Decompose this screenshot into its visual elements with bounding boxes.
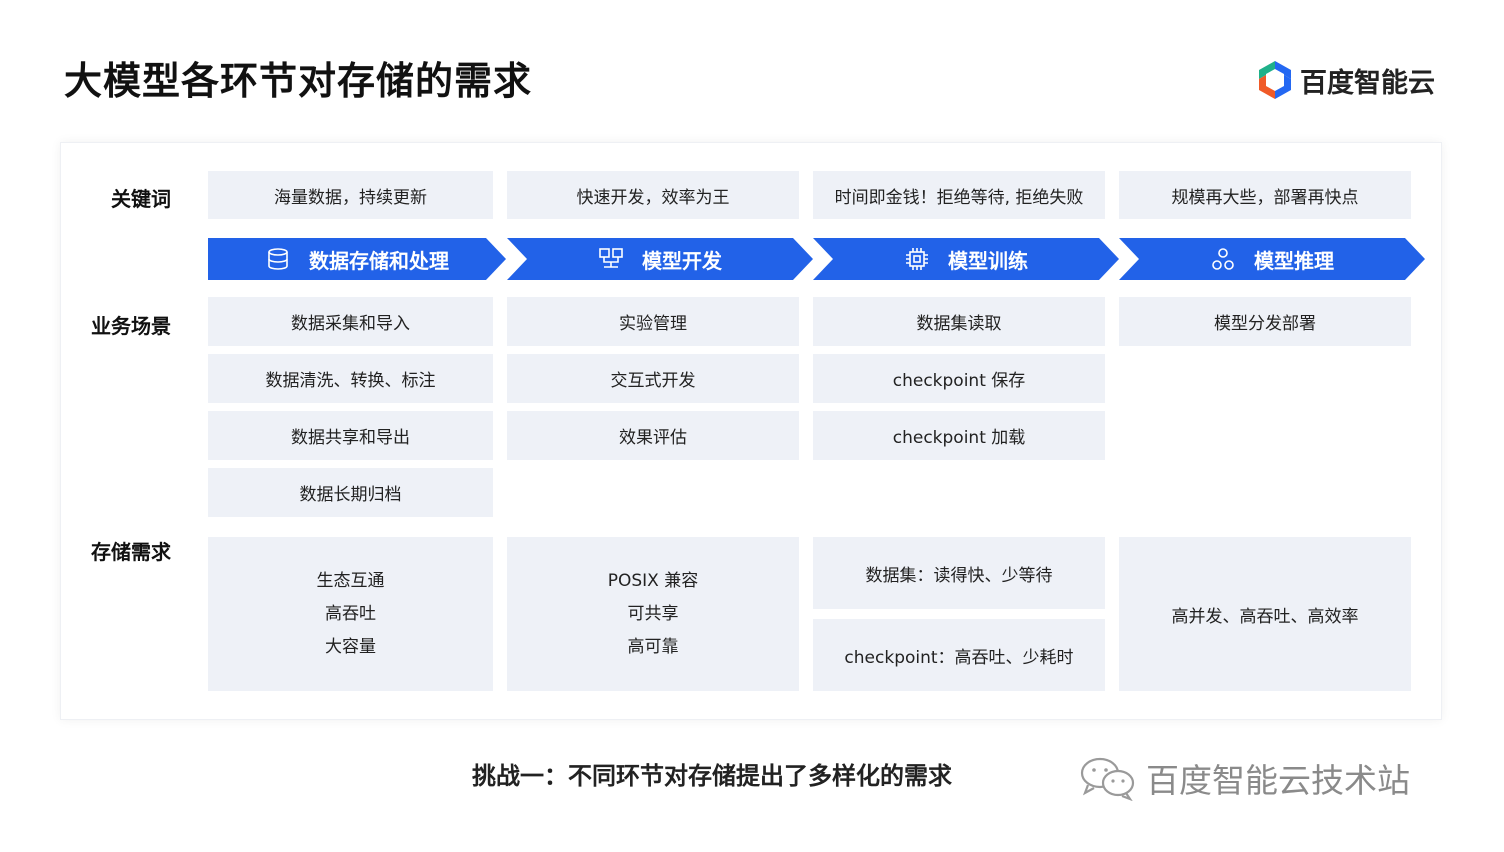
- nodes-icon: [1212, 248, 1234, 270]
- stage-arrow-data: 数据存储和处理: [208, 238, 506, 280]
- stage-arrow-dev: 模型开发: [507, 238, 813, 280]
- scenario-cell: 数据长期归档: [208, 468, 493, 517]
- page-title: 大模型各环节对存储的需求: [64, 59, 533, 103]
- brand: 百度智能云: [1256, 58, 1435, 102]
- scenario-cell: 模型分发部署: [1119, 297, 1411, 346]
- wechat-icon: [1080, 757, 1135, 801]
- storage-item: POSIX 兼容: [607, 570, 699, 591]
- storage-cell-dev: POSIX 兼容 可共享 高可靠: [507, 537, 799, 691]
- stage-label: 数据存储和处理: [309, 248, 449, 273]
- chip-icon: [906, 248, 928, 270]
- watermark-text: 百度智能云技术站: [1146, 761, 1410, 800]
- storage-cell-train-dataset: 数据集：读得快、少等待: [813, 537, 1105, 609]
- keyword-cell: 时间即金钱！拒绝等待, 拒绝失败: [813, 171, 1105, 219]
- stage-arrow-infer: 模型推理: [1119, 238, 1425, 280]
- caption: 挑战一：不同环节对存储提出了多样化的需求: [472, 762, 952, 790]
- database-icon: [268, 248, 288, 270]
- network-icon: [599, 248, 623, 268]
- stage-label: 模型开发: [642, 248, 722, 273]
- baidu-cloud-logo-icon: [1259, 61, 1291, 99]
- scenario-cell: 实验管理: [507, 297, 799, 346]
- stage-arrow-train: 模型训练: [813, 238, 1119, 280]
- scenario-cell: 数据清洗、转换、标注: [208, 354, 493, 403]
- scenario-cell: checkpoint 加载: [813, 411, 1105, 460]
- row-label-keywords: 关键词: [111, 187, 171, 211]
- stage-label: 模型推理: [1254, 248, 1334, 273]
- storage-item: 高吞吐: [325, 603, 376, 624]
- storage-item: 高可靠: [627, 636, 679, 657]
- keyword-cell: 快速开发，效率为王: [507, 171, 799, 219]
- keyword-cell: 规模再大些，部署再快点: [1119, 171, 1411, 219]
- storage-cell-infer: 高并发、高吞吐、高效率: [1119, 537, 1411, 691]
- storage-cell-train-checkpoint: checkpoint：高吞吐、少耗时: [813, 619, 1105, 691]
- scenario-cell: 交互式开发: [507, 354, 799, 403]
- stage-label: 模型训练: [948, 248, 1028, 273]
- keyword-cell: 海量数据，持续更新: [208, 171, 493, 219]
- scenario-cell: 数据共享和导出: [208, 411, 493, 460]
- row-label-scenarios: 业务场景: [91, 314, 171, 338]
- scenario-cell: checkpoint 保存: [813, 354, 1105, 403]
- requirements-panel: 关键词 业务场景 存储需求 海量数据，持续更新 快速开发，效率为王 时间即金钱！…: [60, 142, 1442, 720]
- storage-item: 生态互通: [316, 570, 385, 591]
- scenario-cell: 数据集读取: [813, 297, 1105, 346]
- row-label-storage: 存储需求: [91, 540, 171, 564]
- storage-item: 可共享: [627, 603, 679, 624]
- storage-cell-data: 生态互通 高吞吐 大容量: [208, 537, 493, 691]
- scenario-cell: 效果评估: [507, 411, 799, 460]
- brand-name: 百度智能云: [1300, 67, 1435, 99]
- storage-item: 大容量: [325, 636, 376, 657]
- scenario-cell: 数据采集和导入: [208, 297, 493, 346]
- watermark: 百度智能云技术站: [1078, 754, 1410, 802]
